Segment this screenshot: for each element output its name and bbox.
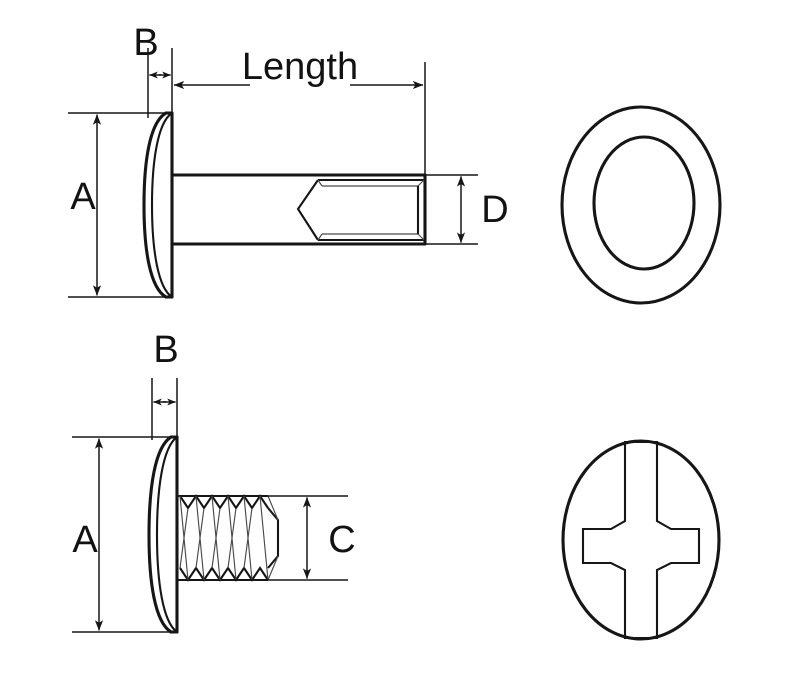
barrel-inner-oval xyxy=(592,135,696,271)
barrel-bore-cone xyxy=(296,179,319,241)
barrel-head-inner-profile xyxy=(150,112,173,298)
barrel-head-dome-profile xyxy=(142,111,168,299)
screw-side-view xyxy=(72,378,348,634)
screw-head-dome-profile xyxy=(147,435,173,634)
label-length: Length xyxy=(242,46,358,88)
barrel-outer-oval xyxy=(560,105,722,305)
label-a-top: A xyxy=(70,176,96,218)
barrel-bore-corner-bl xyxy=(317,233,323,241)
barrel-bore-corner-br xyxy=(417,233,425,241)
barrel-end-view xyxy=(560,105,722,305)
screw-tip-chamfer-upper xyxy=(267,495,279,521)
thread-top-zigzag xyxy=(179,494,269,510)
label-b-bottom: B xyxy=(153,329,178,371)
thread-flank-lines xyxy=(179,495,269,581)
combination-drive-slot xyxy=(581,440,701,640)
screw-head-inner-profile xyxy=(155,436,178,633)
screw-tip-chamfer-lower xyxy=(267,555,279,581)
label-c: C xyxy=(328,519,355,561)
label-a-bottom: A xyxy=(72,519,98,561)
thread-bottom-zigzag xyxy=(179,566,269,582)
barrel-bore-corner-tr xyxy=(417,179,425,187)
barrel-bore-corner-tl xyxy=(317,179,323,187)
label-b-top: B xyxy=(133,22,158,64)
barrel-side-view xyxy=(68,48,478,299)
label-d: D xyxy=(481,189,508,231)
screw-head-end-view xyxy=(561,439,721,641)
screw-tip-chamfer xyxy=(267,507,280,569)
